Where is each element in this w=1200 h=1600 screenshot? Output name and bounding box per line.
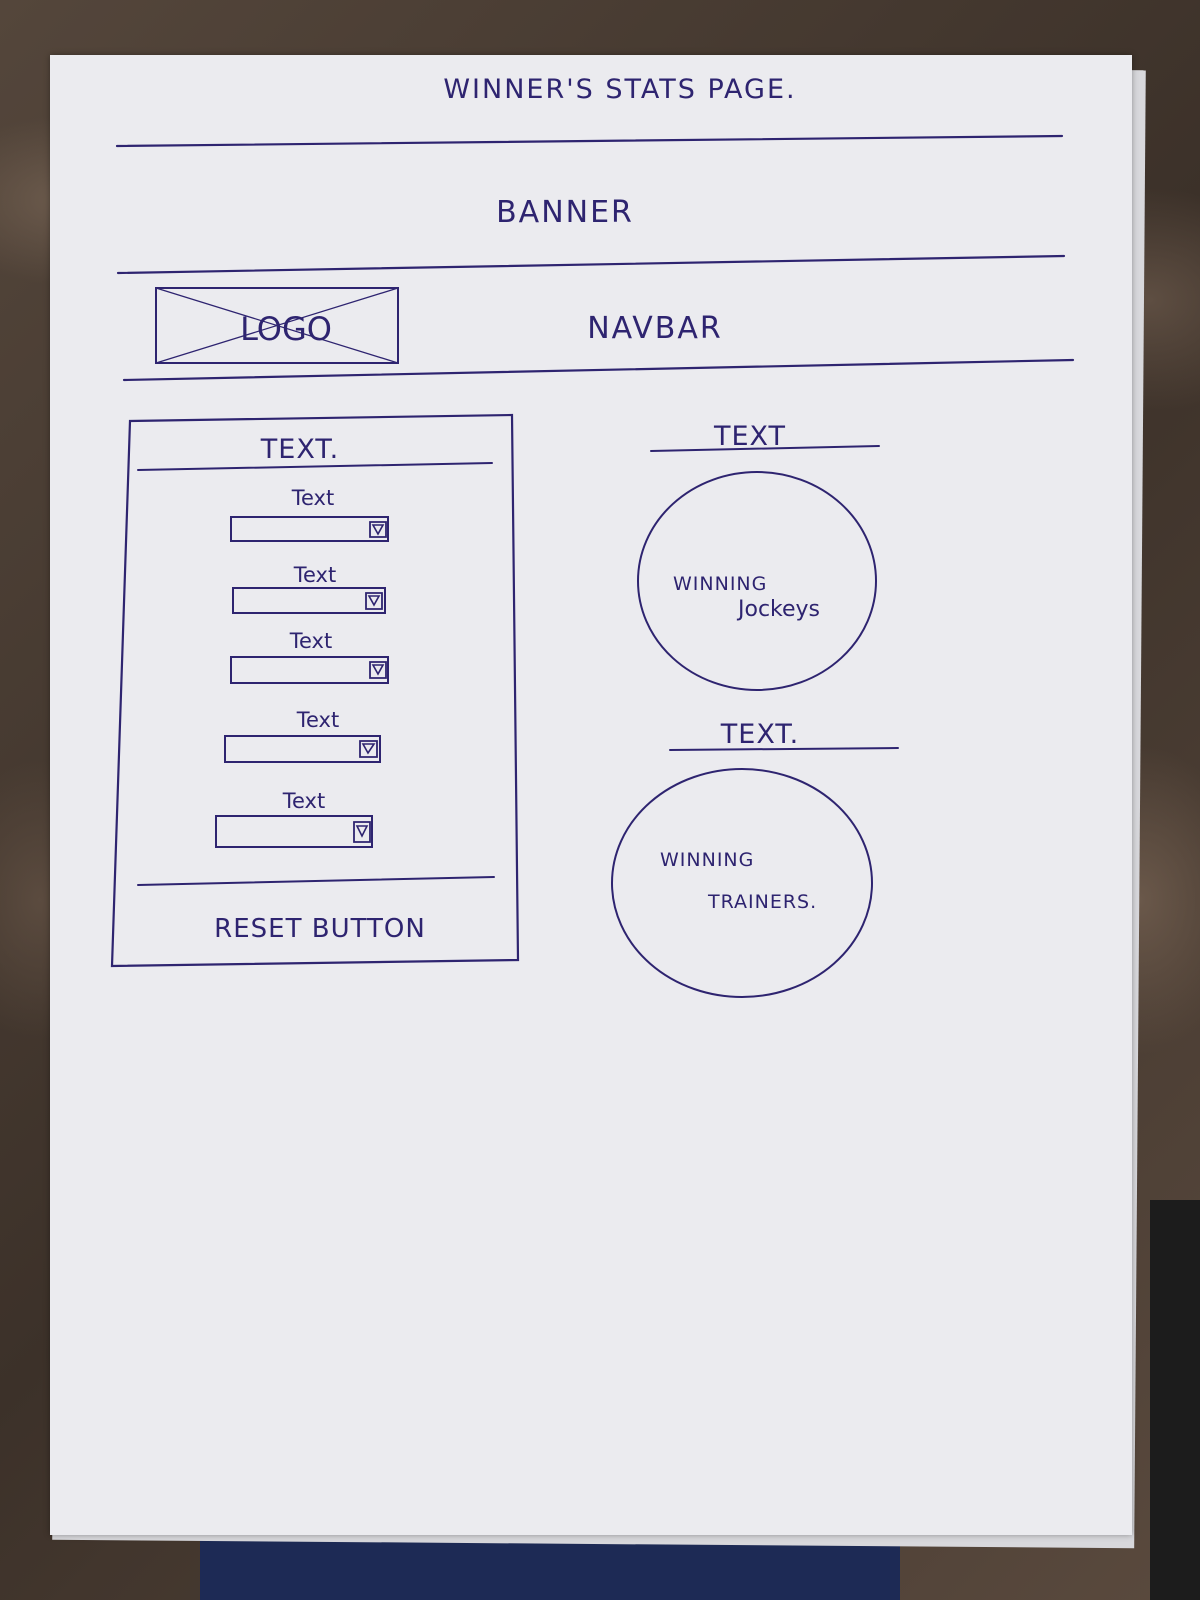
filter-heading-divider (137, 462, 493, 471)
dropdown-box (232, 587, 386, 614)
title-divider (115, 134, 1064, 148)
logo-box (155, 287, 399, 364)
dropdown-select[interactable] (230, 516, 389, 542)
dropdown-label: Text (291, 486, 334, 510)
dropdown-select[interactable] (215, 815, 373, 848)
dropdown-label: Text (296, 708, 339, 732)
dropdown-box (230, 656, 389, 684)
dark-object (1150, 1200, 1200, 1600)
dropdown-select[interactable] (224, 735, 381, 763)
dropdown-button (369, 521, 387, 538)
pie-chart-placeholder (611, 768, 873, 998)
dropdown-box (215, 815, 373, 848)
dropdown-select[interactable] (230, 656, 389, 684)
chart-label-line1: WINNING (673, 573, 767, 595)
filter-panel-heading: TEXT. (260, 434, 339, 465)
triangle-down-icon (355, 825, 369, 838)
triangle-down-icon (361, 743, 376, 755)
dropdown-button (369, 661, 387, 679)
trainers-chart: TEXT. WINNING TRAINERS. (611, 719, 899, 998)
reset-button[interactable]: RESET BUTTON (214, 914, 426, 944)
chart-heading: TEXT (713, 421, 786, 452)
chart-label-line2: TRAINERS. (707, 891, 817, 913)
logo-label: LOGO (240, 310, 332, 348)
navbar-divider (122, 358, 1075, 382)
page-title: WINNER'S STATS PAGE. (443, 74, 796, 105)
chart-heading: TEXT. (720, 719, 799, 750)
reset-divider (137, 876, 495, 886)
navbar-label: NAVBAR (587, 311, 723, 346)
dropdown-label: Text (293, 563, 336, 587)
crossed-box-icon (155, 287, 399, 364)
dropdown-button (359, 740, 378, 758)
dropdown-box (230, 516, 389, 542)
dropdown-button (353, 821, 371, 843)
dropdown-button (365, 592, 383, 610)
dropdown-box (224, 735, 381, 763)
sketch-paper (50, 55, 1132, 1535)
chart-label-line2: Jockeys (736, 597, 820, 622)
chart-heading-underline (669, 747, 899, 751)
triangle-down-icon (371, 664, 385, 676)
pie-chart-placeholder (637, 471, 877, 691)
dropdown-label: Text (289, 629, 332, 653)
triangle-down-icon (371, 524, 385, 536)
jockeys-chart: TEXT WINNING Jockeys (637, 421, 880, 691)
logo-placeholder[interactable]: LOGO (155, 287, 399, 364)
filter-panel: TEXT. Text Text Text Text (110, 413, 520, 968)
dropdown-select[interactable] (232, 587, 386, 614)
chart-label-line1: WINNING (660, 849, 754, 871)
chart-heading-underline (650, 445, 880, 452)
banner-divider (116, 254, 1066, 275)
triangle-down-icon (367, 595, 381, 607)
dropdown-label: Text (282, 789, 325, 813)
filter-panel-border (110, 413, 520, 968)
blue-cloth (200, 1540, 900, 1600)
banner-label: BANNER (496, 195, 634, 230)
